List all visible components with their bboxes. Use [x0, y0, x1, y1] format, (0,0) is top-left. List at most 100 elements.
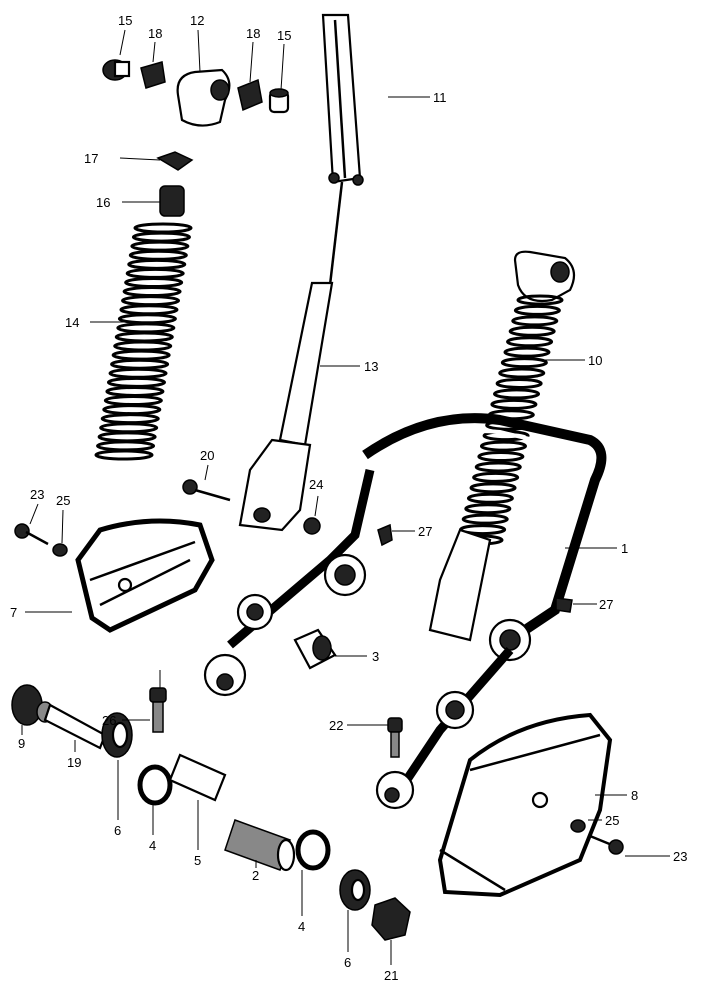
callout-5: 5 — [194, 853, 201, 868]
callout-15: 15 — [118, 13, 132, 28]
callout-6: 6 — [114, 823, 121, 838]
callout-26: 26 — [102, 713, 116, 728]
callout-27: 27 — [418, 524, 432, 539]
part-bushing-18-right — [237, 78, 263, 112]
spring-coil — [500, 357, 548, 369]
callout-4: 4 — [149, 838, 156, 853]
spring-coil — [130, 240, 190, 252]
spring-coil — [113, 340, 173, 352]
part-chain-cover-8 — [437, 712, 613, 898]
callout-20: 20 — [200, 448, 214, 463]
spring-coil — [513, 304, 561, 316]
spring-coil — [116, 322, 176, 334]
spring-coil — [477, 451, 525, 463]
callout-25: 25 — [605, 813, 619, 828]
spring-coil — [128, 249, 188, 261]
spring-coil — [466, 492, 514, 504]
callout-17: 17 — [84, 151, 98, 166]
part-bushing-3 — [293, 628, 337, 670]
spring-coil — [97, 431, 157, 443]
spring-coil — [133, 222, 193, 234]
spring-coil — [474, 461, 522, 473]
part-spring-seat-17 — [156, 151, 194, 171]
callout-1: 1 — [621, 541, 628, 556]
callout-7: 7 — [10, 605, 17, 620]
spring-coil — [110, 358, 170, 370]
callout-8: 8 — [631, 788, 638, 803]
callout-18: 18 — [148, 26, 162, 41]
leader-lines — [21, 29, 670, 965]
callout-12: 12 — [190, 13, 204, 28]
part-grease-nipple-27a — [377, 523, 393, 547]
callout-6: 6 — [344, 955, 351, 970]
spring-coil — [121, 295, 181, 307]
spring-coil — [122, 286, 182, 298]
part-spring-14 — [94, 222, 193, 461]
spring-coil — [498, 367, 546, 379]
part-axle-19 — [43, 703, 107, 750]
part-bolt-23-left — [14, 523, 49, 546]
spring-coil — [464, 503, 512, 515]
spring-coil — [461, 513, 509, 525]
part-seal-4-right — [295, 829, 331, 871]
part-bolt-22 — [387, 717, 403, 758]
spring-coil — [503, 346, 551, 358]
callout-18: 18 — [246, 26, 260, 41]
spring-coil — [469, 482, 517, 494]
part-bushing-18-left — [140, 61, 166, 89]
part-nut-21 — [371, 897, 411, 941]
part-bolt-23-right — [589, 834, 624, 855]
part-nut-24 — [303, 517, 321, 535]
spring-coil — [493, 388, 541, 400]
spring-coil — [108, 367, 168, 379]
callout-13: 13 — [364, 359, 378, 374]
spring-coil — [495, 377, 543, 389]
part-shock-assembly-10 — [428, 250, 576, 642]
spring-coil — [516, 294, 564, 306]
spring-coil — [124, 276, 184, 288]
spring-coil — [114, 331, 174, 343]
callout-2: 2 — [252, 868, 259, 883]
part-chain-case-7 — [75, 518, 215, 633]
part-seal-4-left — [137, 764, 173, 806]
callout-19: 19 — [67, 755, 81, 770]
callout-25: 25 — [56, 493, 70, 508]
spring-coil — [94, 449, 154, 461]
spring-coil — [472, 471, 520, 483]
part-bearing-6-left — [101, 712, 133, 758]
spring-coil — [490, 398, 538, 410]
spring-coil — [99, 422, 159, 434]
part-washer-25-left — [52, 543, 68, 557]
spring-coil — [106, 376, 166, 388]
spring-coil — [96, 440, 156, 452]
callout-15: 15 — [277, 28, 291, 43]
spring-coil — [111, 349, 171, 361]
spring-coil — [103, 395, 163, 407]
callout-21: 21 — [384, 968, 398, 983]
callout-16: 16 — [96, 195, 110, 210]
part-stopper-16 — [159, 185, 185, 217]
callout-9: 9 — [18, 736, 25, 751]
callout-23: 23 — [673, 849, 687, 864]
part-washer-25-right — [570, 819, 586, 833]
callout-3: 3 — [372, 649, 379, 664]
part-spacer-2 — [224, 819, 296, 872]
callout-14: 14 — [65, 315, 79, 330]
spring-coil — [105, 385, 165, 397]
spring-coil — [479, 440, 527, 452]
callout-27: 27 — [599, 597, 613, 612]
spring-coil — [511, 315, 559, 327]
part-collar-15-left — [102, 59, 131, 81]
spring-coil — [100, 413, 160, 425]
callout-24: 24 — [309, 477, 323, 492]
callout-11: 11 — [433, 90, 447, 105]
spring-coil — [127, 258, 187, 270]
part-bolt-26 — [149, 687, 167, 733]
part-collar-15-right — [268, 88, 290, 114]
part-spacer-5 — [168, 753, 227, 802]
spring-coil — [102, 404, 162, 416]
part-shock-eye-12 — [176, 68, 231, 127]
callout-4: 4 — [298, 919, 305, 934]
